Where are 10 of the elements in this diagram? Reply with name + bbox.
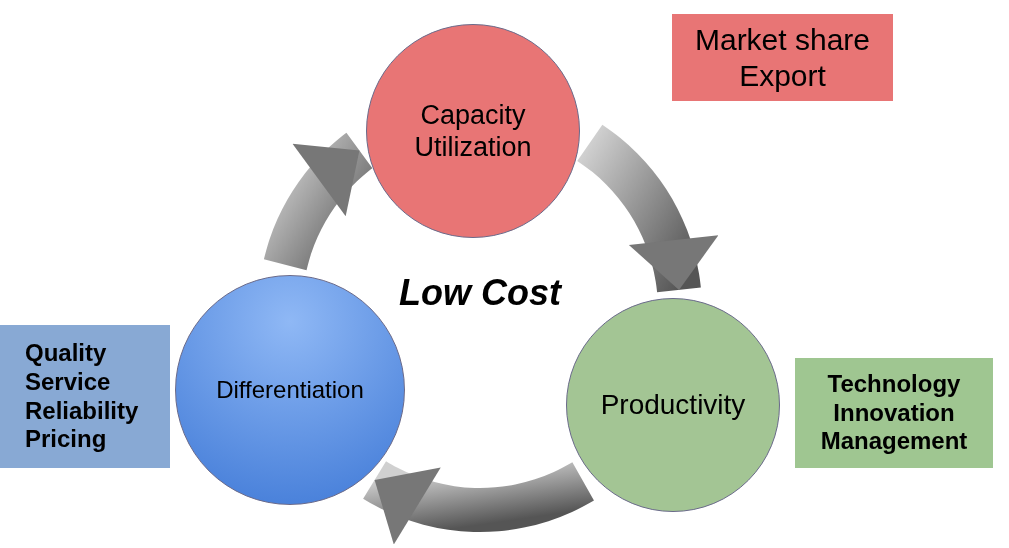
node-label: Differentiation (216, 375, 364, 405)
rectangle-box (795, 358, 993, 468)
node-label: Productivity (600, 388, 746, 422)
node-label: Capacity Utilization (413, 98, 533, 164)
node-label: Market share Export (693, 21, 872, 94)
rectangle-box (672, 14, 893, 101)
rectangle-box (0, 325, 170, 468)
node-label: Quality Service Reliability Pricing (25, 338, 140, 455)
node-label: Technology Innovation Management (819, 369, 969, 457)
center-label: Low Cost (398, 272, 563, 314)
